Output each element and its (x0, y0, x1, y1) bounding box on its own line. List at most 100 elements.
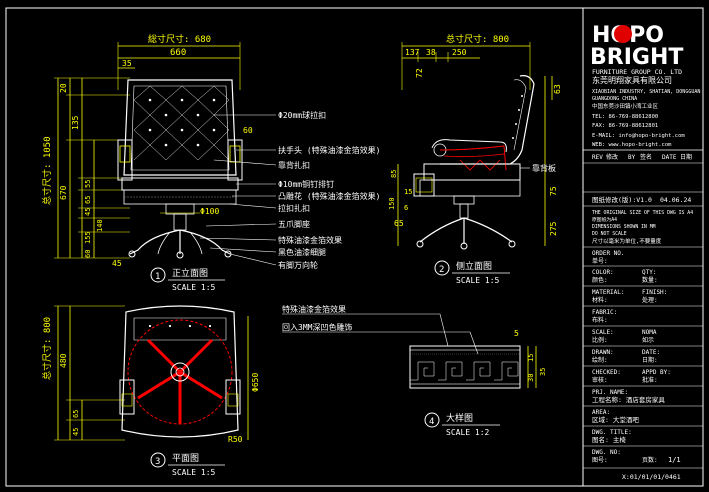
plan-dim-480: 480 (59, 353, 68, 368)
qty-cn[interactable]: 数量: (642, 276, 658, 284)
plan-view[interactable]: 总寸尺寸: 800 480 65 45 Φ650 R50 3 平面图 SCALE… (41, 305, 260, 477)
detail-dim-35: 35 (539, 368, 547, 376)
front-dim-135: 135 (71, 115, 80, 130)
side-dim-72: 72 (415, 68, 424, 78)
material-label: MATERIAL: (592, 289, 625, 296)
front-view-title: 正立面图 (172, 267, 208, 279)
dwg-title-label: DWG. TITLE: (592, 429, 632, 436)
side-view-scale: SCALE 1:5 (456, 276, 500, 285)
detail-view[interactable]: 特殊油漆金箔效果 回入3MM深凹色雕饰 5 15 30 35 4 大样图 SCA… (282, 304, 547, 437)
plan-view-scale: SCALE 1:5 (172, 468, 216, 477)
address-line-6: WEB: www.hopo-bright.com (592, 142, 672, 148)
logo-red-dot (614, 25, 632, 43)
side-dim-63: 63 (553, 84, 562, 94)
company-en: FURNITURE GROUP CO. LTD (592, 68, 682, 76)
side-dim-15: 15 (404, 188, 412, 196)
prj-value[interactable]: 工程名称: 酒店套房家具 (592, 395, 665, 404)
date-col: DATE (662, 154, 677, 161)
appd-label: APPD BY: (642, 369, 671, 376)
scale-cn-value[interactable]: 如示 (642, 336, 654, 344)
rev-col: REV (592, 154, 603, 161)
checked-cn[interactable]: 审核: (592, 376, 608, 384)
side-note: 靠背板 (532, 163, 556, 173)
drawing-date: 04.06.24 (660, 196, 691, 204)
sheet-value[interactable]: 1/1 (668, 456, 681, 464)
scale-cn: 比例: (592, 336, 608, 344)
note-4: 尺寸以毫米为单位,不要量度 (592, 237, 662, 245)
note-0: THE ORIGINAL SIZE OF THIS DWG IS A4 (592, 210, 693, 216)
drawing-rev: 图纸修改(版):V1.0 (592, 195, 652, 204)
address-line-3: TEL: 86-769-88612800 (592, 114, 658, 120)
drawn-cn[interactable]: 绘制: (592, 356, 608, 364)
side-dim-65: 65 (394, 219, 404, 228)
plan-dim-45: 45 (72, 428, 80, 436)
material-cn[interactable]: 材料: (592, 296, 608, 304)
scale-value[interactable]: NOMA (642, 329, 657, 336)
side-dim-38: 38 (426, 48, 436, 57)
detail-dim-5: 5 (514, 329, 519, 338)
front-dim-155: 155 (84, 231, 92, 244)
checked-label: CHECKED: (592, 369, 621, 376)
front-view-label-circle (150, 267, 166, 283)
side-dim-85: 85 (390, 170, 398, 178)
front-note-5: 拉扣扎扣 (278, 203, 310, 213)
front-dim-140: 140 (96, 219, 104, 232)
address-line-1: GUANGDONG CHINA (592, 96, 637, 102)
logo: HOPO BRIGHT (590, 23, 683, 70)
front-dim-total-width: 総寸尺寸: 680 (148, 33, 211, 45)
side-dim-137: 137 (405, 48, 420, 57)
order-no-cn[interactable]: 单号: (592, 257, 608, 265)
front-view-label-num: 1 (155, 272, 160, 282)
title-block[interactable]: HOPO BRIGHT FURNITURE GROUP CO. LTD 东莞明翔… (583, 23, 703, 481)
plan-dim-65: 65 (72, 410, 80, 418)
area-value[interactable]: 区域: 大堂酒吧 (592, 415, 639, 424)
dwg-no-cn[interactable]: 图号: (592, 457, 608, 464)
front-dim-45: 45 (84, 208, 92, 216)
note-3: DO NOT SCALE (592, 231, 627, 237)
plan-view-title: 平面图 (172, 453, 199, 464)
logo-text-bottom: BRIGHT (590, 45, 683, 70)
address-line-5: E-MAIL: info@hopo-bright.com (592, 133, 685, 139)
plan-dim-r50: R50 (228, 435, 243, 444)
scale-label: SCALE: (592, 329, 614, 336)
qty-label: QTY: (642, 269, 656, 276)
front-dim-55: 55 (84, 180, 92, 188)
date-cn[interactable]: 日期: (642, 356, 658, 364)
finish-label: FINISH: (642, 289, 667, 296)
front-note-4: 凸雕花 (特殊油漆金箔效果) (278, 191, 380, 201)
note-1: 原图纸为A4 (592, 216, 617, 223)
front-dim-arm60: 60 (243, 126, 253, 135)
front-dim-65: 65 (84, 196, 92, 204)
fabric-label: FABRIC: (592, 309, 617, 316)
color-label: COLOR: (592, 269, 614, 276)
date-label: DATE: (642, 349, 660, 356)
sheet-label: 页数: (642, 456, 658, 464)
side-dim-275: 275 (549, 221, 558, 236)
front-dim-670: 670 (59, 185, 68, 200)
front-dim-dia100: Φ100 (200, 207, 219, 216)
plan-view-label-circle (150, 452, 166, 468)
dwg-title-value[interactable]: 图名: 主椅 (592, 435, 626, 444)
area-label: AREA: (592, 409, 610, 416)
finish-cn[interactable]: 处理: (642, 296, 658, 304)
drawn-label: DRAWN: (592, 349, 614, 356)
front-note-2: 靠背扎扣 (278, 160, 310, 170)
appd-cn[interactable]: 批准: (642, 376, 658, 384)
detail-view-scale: SCALE 1:2 (446, 428, 490, 437)
front-dim-35: 35 (122, 59, 132, 68)
front-dim-width: 660 (170, 48, 186, 58)
side-view-title: 侧立面图 (456, 260, 492, 272)
detail-view-title: 大样图 (446, 412, 473, 424)
revision-header: REV 修改 BY 签名 DATE 日期 (592, 153, 692, 161)
rev-col-cn: 修改 (606, 153, 618, 161)
plan-dim-total: 总寸尺寸: 800 (41, 317, 53, 380)
color-cn[interactable]: 颜色: (592, 276, 608, 284)
fabric-cn[interactable]: 布料: (592, 316, 608, 324)
front-note-8: 黑色油漆细腿 (278, 247, 326, 257)
side-view[interactable]: 总寸尺寸: 800 137 38 250 72 85 150 65 15 6 (388, 33, 562, 285)
front-dim-total-height: 总寸尺寸: 1050 (41, 136, 53, 205)
side-dim-75: 75 (549, 186, 558, 196)
front-note-0: Φ20mm球拉扣 (278, 110, 326, 120)
front-view[interactable]: 総寸尺寸: 680 660 35 总寸尺寸: 1050 20 135 670 5… (41, 33, 380, 292)
